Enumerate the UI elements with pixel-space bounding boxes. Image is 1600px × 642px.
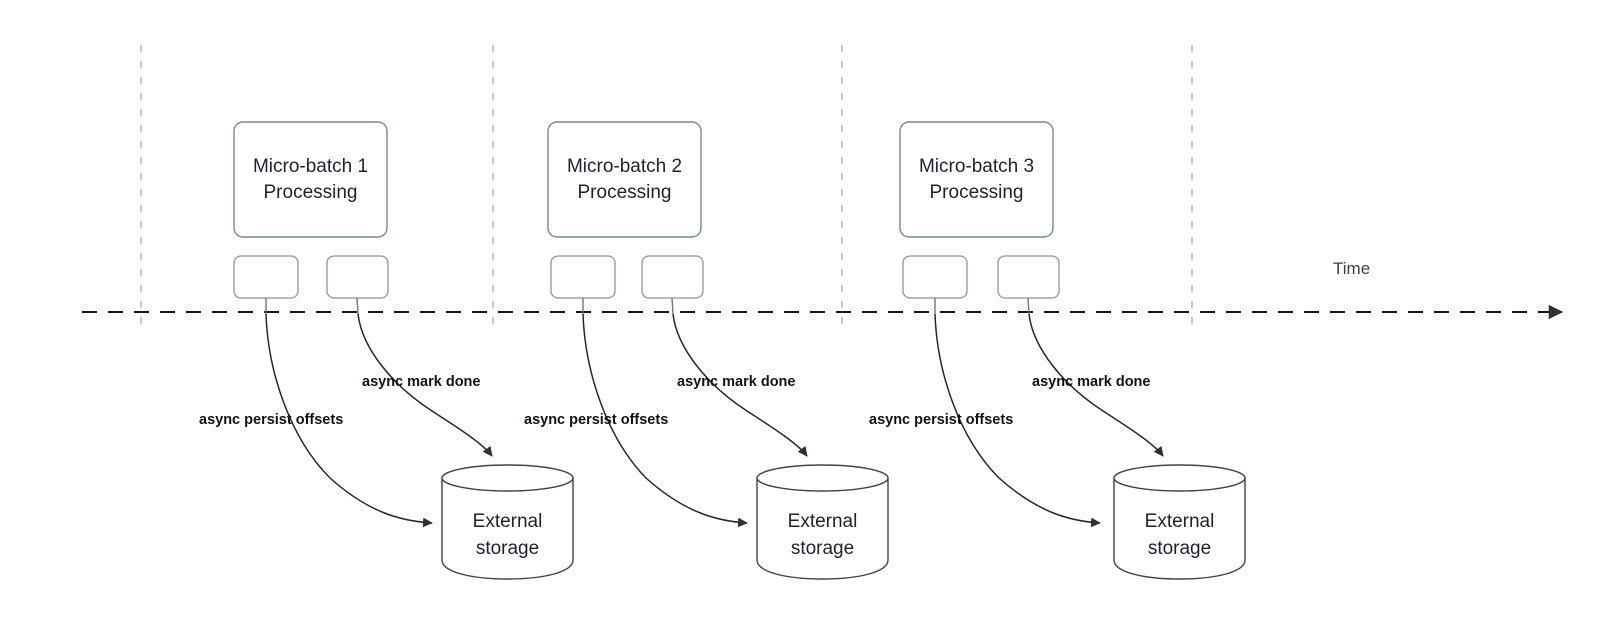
batch-2-markdone-stem: [671, 297, 674, 315]
batch-3-persist-task-box[interactable]: [902, 255, 968, 299]
batch-1-persist-offsets-label: async persist offsets: [199, 412, 343, 428]
batch-2-storage-line2: storage: [791, 538, 854, 559]
batch-2-group: Micro-batch 2 Processing async persist o…: [524, 121, 889, 580]
batch-1-processing-box[interactable]: [233, 121, 388, 238]
batch-2-persist-offsets-arrow: [582, 313, 748, 528]
batch-3-mark-done-label: async mark done: [1032, 374, 1150, 390]
batch-1-persist-offsets-arrow: [265, 313, 433, 528]
batch-2-persist-offsets-label: async persist offsets: [524, 412, 668, 428]
batch-1-storage-line2: storage: [476, 538, 539, 559]
batch-2-mark-done-label: async mark done: [677, 374, 795, 390]
batch-3-external-storage-cylinder[interactable]: [1113, 464, 1246, 580]
batch-2-mark-done-arrow: [672, 313, 808, 457]
batch-1-title-line1: Micro-batch 1: [253, 156, 368, 177]
batch-1-external-storage-cylinder[interactable]: [441, 464, 574, 580]
batch-3-mark-done-arrow: [1028, 313, 1164, 457]
batch-2-persist-task-box[interactable]: [550, 255, 616, 299]
batch-3-markdone-stem: [1027, 297, 1030, 315]
batch-1-mark-done-label: async mark done: [362, 374, 480, 390]
time-axis-label: Time: [1333, 259, 1370, 278]
batch-3-storage-line1: External: [1145, 511, 1215, 532]
batch-2-markdone-task-box[interactable]: [641, 255, 704, 299]
batch-1-title-line2: Processing: [264, 182, 358, 203]
batch-3-storage-line2: storage: [1148, 538, 1211, 559]
batch-3-group: Micro-batch 3 Processing async persist o…: [869, 121, 1246, 580]
batch-1-persist-task-box[interactable]: [233, 255, 299, 299]
batch-2-title-line2: Processing: [578, 182, 672, 203]
batch-3-persist-offsets-label: async persist offsets: [869, 412, 1013, 428]
batch-3-title-line1: Micro-batch 3: [919, 156, 1034, 177]
batch-1-markdone-task-box[interactable]: [326, 255, 389, 299]
batch-3-title-line2: Processing: [930, 182, 1024, 203]
batch-2-title-line1: Micro-batch 2: [567, 156, 682, 177]
batch-3-markdone-task-box[interactable]: [997, 255, 1060, 299]
batch-1-markdone-stem: [356, 297, 359, 315]
batch-1-group: Micro-batch 1 Processing async persist o…: [199, 121, 574, 580]
batch-3-processing-box[interactable]: [899, 121, 1054, 238]
batch-2-processing-box[interactable]: [547, 121, 702, 238]
batch-2-storage-line1: External: [788, 511, 858, 532]
batch-3-persist-offsets-arrow: [934, 313, 1101, 528]
batch-1-storage-line1: External: [473, 511, 543, 532]
batch-1-mark-done-arrow: [357, 313, 493, 457]
time-axis: Time: [82, 259, 1564, 320]
batch-2-external-storage-cylinder[interactable]: [756, 464, 889, 580]
